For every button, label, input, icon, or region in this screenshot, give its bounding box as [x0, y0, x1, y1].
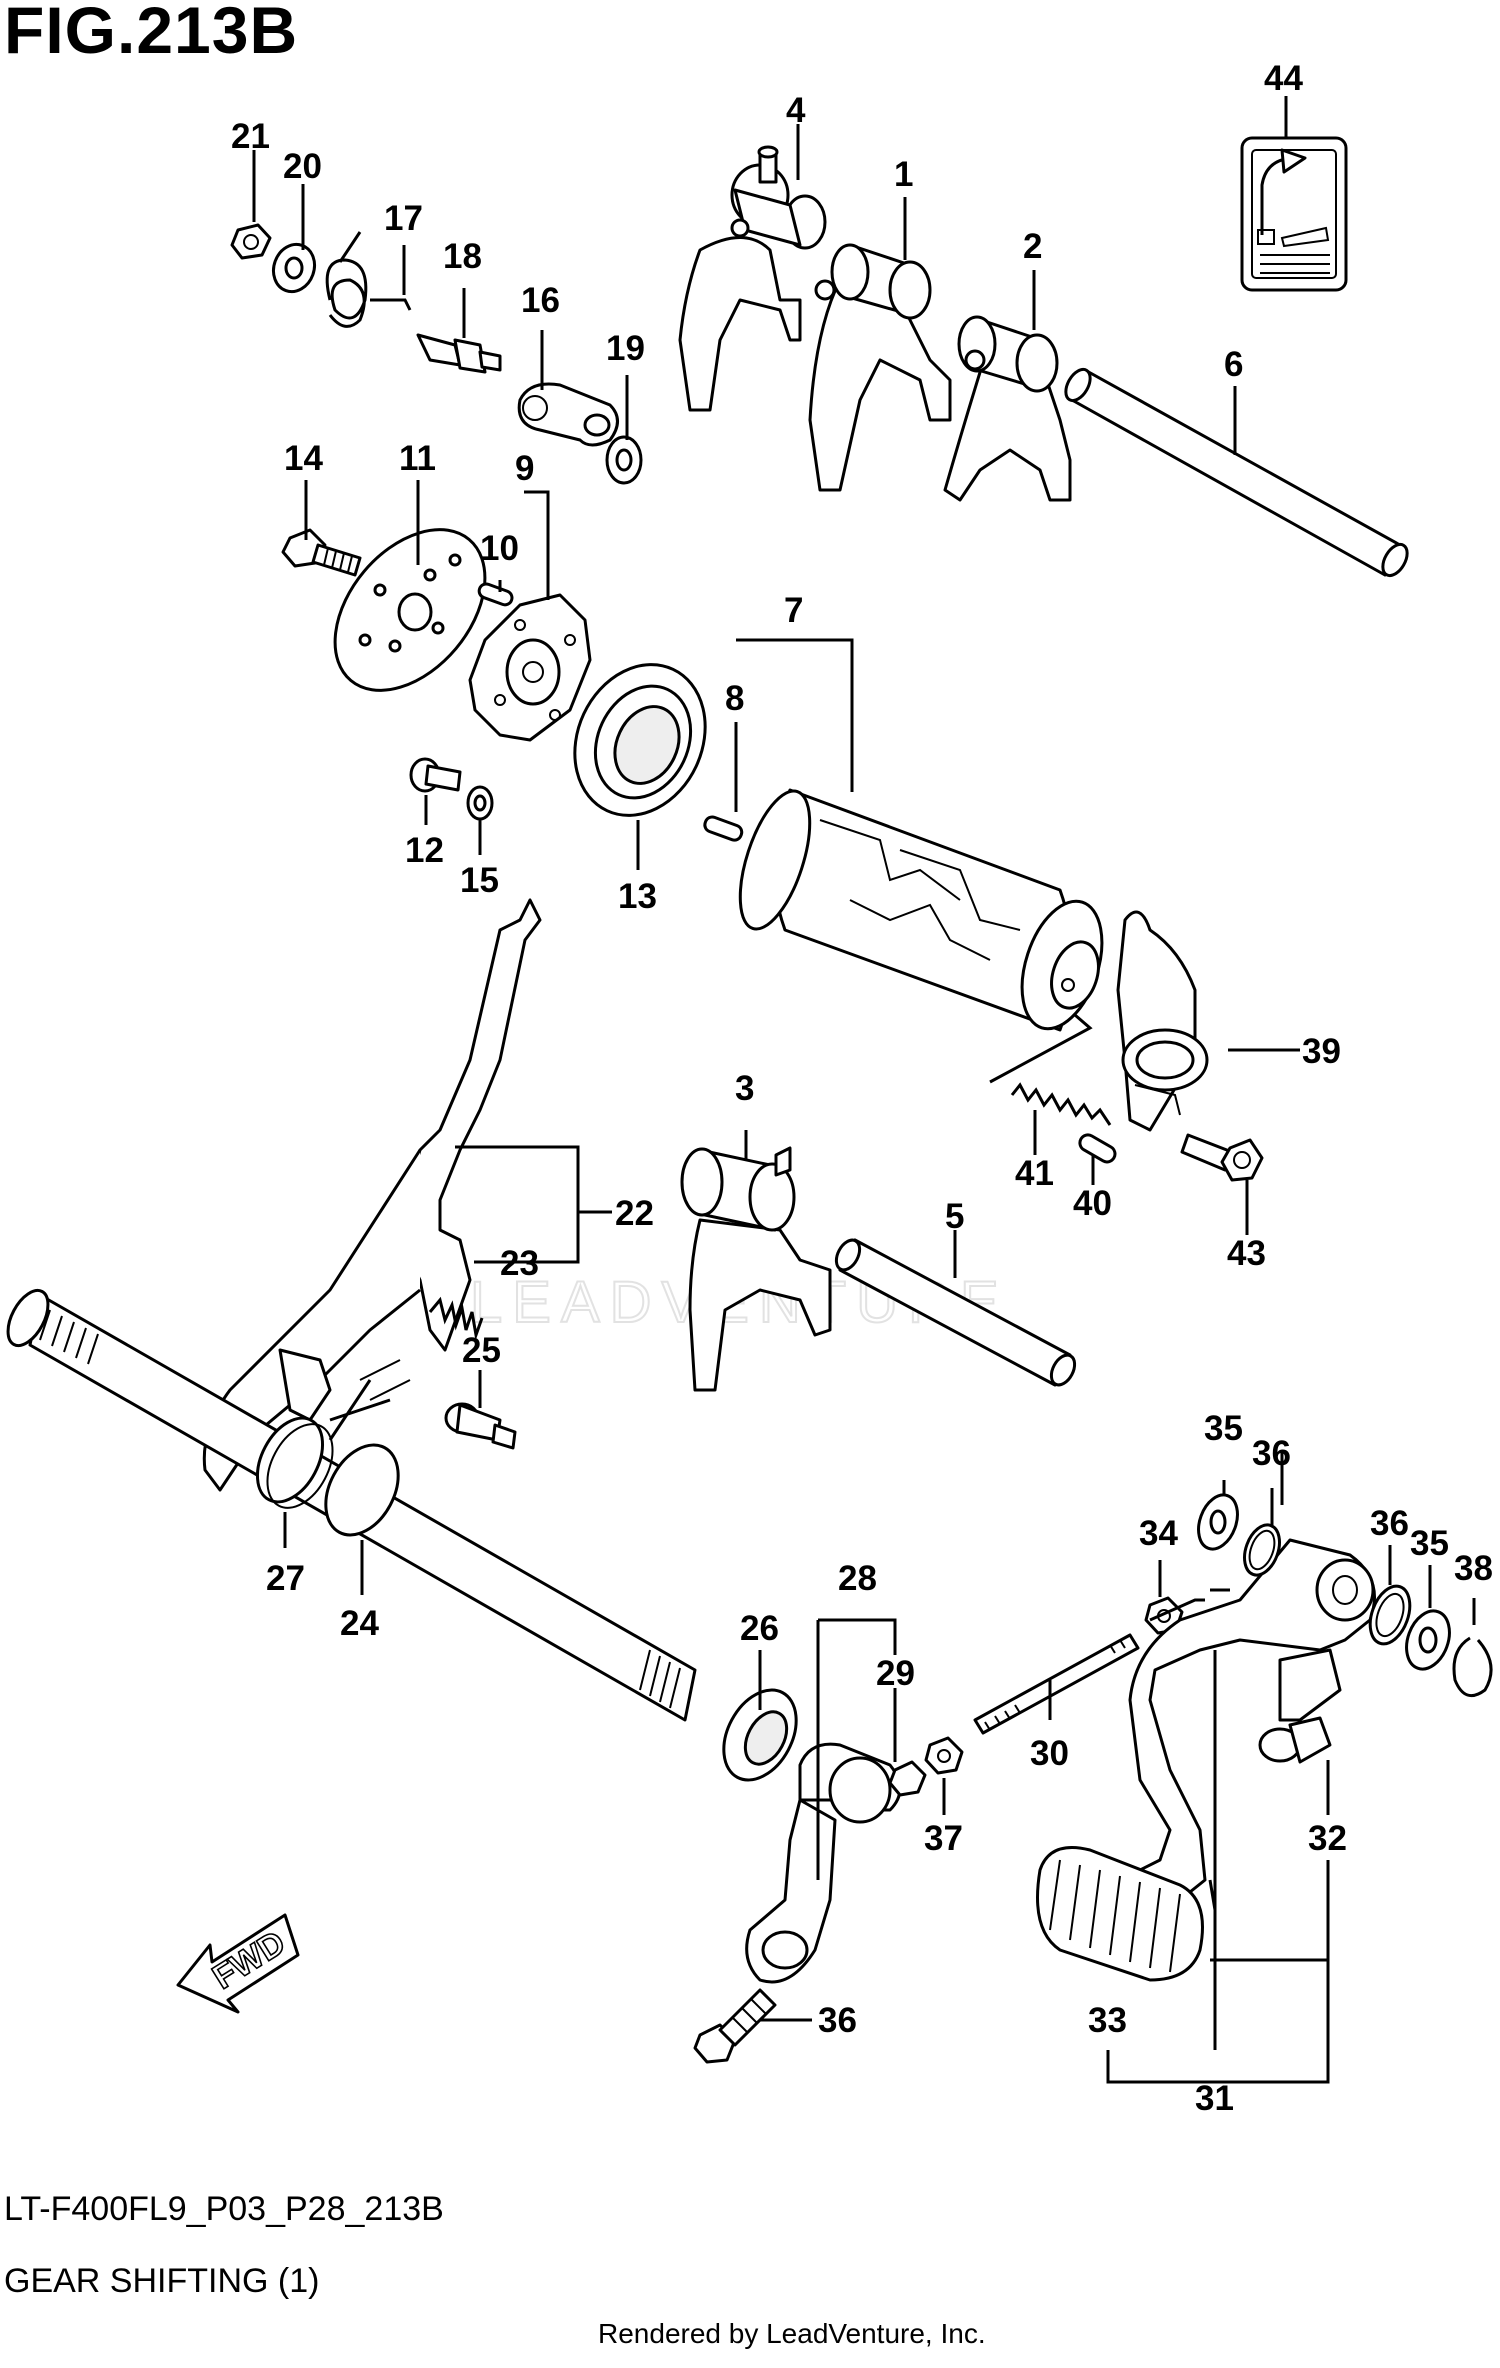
fwd-direction-arrow: FWD [176, 1913, 300, 2014]
part-18-stud [416, 333, 502, 374]
part-15-washer [466, 785, 494, 821]
callout-11: 11 [399, 439, 436, 478]
callout-4: 4 [786, 91, 806, 130]
callout-1: 1 [894, 155, 913, 194]
callout-36-b: 36 [1370, 1504, 1409, 1543]
part-4-shift-fork [678, 145, 827, 412]
callout-2: 2 [1023, 227, 1042, 266]
part-33-pedal-rubber [1036, 1846, 1204, 1982]
part-35-washer-a [1197, 1493, 1239, 1551]
callout-38: 37 [924, 1819, 963, 1858]
part-27-spring-washer [255, 1379, 391, 1509]
part-29-bolt [888, 1760, 927, 1797]
callout-36-a: 36 [1252, 1434, 1291, 1473]
render-credit: Rendered by LeadVenture, Inc. [598, 2318, 986, 2349]
callout-28: 28 [838, 1559, 877, 1598]
part-10-pin [477, 582, 514, 607]
part-37-bolt [693, 1988, 777, 2064]
callout-7: 7 [784, 591, 803, 630]
part-40-stopper [1116, 910, 1209, 1132]
part-43-bolt [1180, 1133, 1264, 1182]
part-23-spring [428, 1296, 484, 1341]
callout-35-a: 35 [1204, 1409, 1243, 1448]
callout-39: 38 [1454, 1549, 1493, 1588]
callout-33: 33 [1088, 2001, 1127, 2040]
part-20-washer [271, 242, 317, 294]
part-8-pin [703, 815, 744, 842]
part-6-shift-fork-shaft [1064, 367, 1409, 578]
part-24-gearshift-shaft [6, 1288, 697, 1722]
part-16-arm [517, 382, 619, 447]
leader-lines [252, 96, 1476, 2084]
part-44-shift-pattern-label [1240, 136, 1348, 292]
callout-5: 5 [945, 1197, 964, 1236]
part-35-washer-b [1405, 1609, 1451, 1671]
callout-19: 19 [606, 329, 645, 368]
callout-22: 22 [615, 1194, 654, 1233]
part-28-gearshift-lever-arm [745, 1742, 902, 1984]
part-39-circlip [1452, 1636, 1493, 1698]
callout-labels: 21 20 17 18 16 19 4 1 2 6 44 14 11 9 10 … [231, 59, 1493, 2118]
callout-14: 14 [284, 439, 323, 478]
callout-18: 18 [443, 237, 482, 276]
part-12-bolt [409, 757, 462, 793]
callout-29: 29 [876, 1654, 915, 1693]
part-14-bolt [281, 528, 362, 577]
part-26-oil-seal [722, 1688, 798, 1782]
callout-32: 32 [1308, 1819, 1347, 1858]
callout-27: 27 [266, 1559, 305, 1598]
part-22-gearshift-arm [202, 898, 542, 1492]
part-32-bushing [1258, 1716, 1332, 1764]
part-11-plate [333, 528, 487, 692]
figure-title: FIG.213B [4, 0, 299, 67]
callout-26: 26 [740, 1609, 779, 1648]
part-36-o-ring-a [1243, 1523, 1281, 1577]
callout-17: 17 [384, 199, 423, 238]
callout-21: 21 [231, 117, 270, 156]
diagram-subtitle: GEAR SHIFTING (1) [4, 2262, 320, 2300]
part-13-bearing [573, 663, 707, 817]
callout-43: 43 [1227, 1234, 1266, 1273]
part-3-shift-fork [680, 1146, 832, 1392]
part-30-rod [973, 1633, 1140, 1735]
part-38-nut [924, 1736, 964, 1775]
callout-24: 24 [340, 1604, 379, 1643]
callout-13: 13 [618, 877, 657, 916]
callout-6: 6 [1224, 345, 1243, 384]
part-2-shift-fork [943, 315, 1072, 502]
callout-23: 23 [500, 1244, 539, 1283]
callout-35-b: 35 [1410, 1524, 1449, 1563]
callout-10: 10 [480, 529, 519, 568]
part-1-shift-fork [808, 243, 952, 492]
callout-30: 30 [1030, 1734, 1069, 1773]
part-36-o-ring-b [1368, 1584, 1412, 1646]
part-41-pin [1078, 1133, 1117, 1164]
callout-20: 20 [283, 147, 322, 186]
part-5-shift-fork-shaft [834, 1238, 1077, 1387]
callout-42: 41 [1015, 1154, 1054, 1193]
callout-34: 34 [1139, 1514, 1178, 1553]
part-21-nut [230, 223, 272, 260]
part-25-bolt [444, 1402, 517, 1450]
part-31-gearshift-lever [1118, 1538, 1376, 1912]
callout-31: 31 [1195, 2079, 1234, 2118]
part-7-gearshift-cam-drum [738, 788, 1104, 1032]
callout-41: 40 [1073, 1184, 1112, 1223]
diagram-code: LT-F400FL9_P03_P28_213B [4, 2190, 444, 2228]
callout-40: 39 [1302, 1032, 1341, 1071]
callout-16: 16 [521, 281, 560, 320]
callout-12: 12 [405, 831, 444, 870]
callout-44: 44 [1264, 59, 1303, 98]
callout-37: 36 [818, 2001, 857, 2040]
part-19-washer [605, 435, 643, 485]
part-42-spring [1010, 1082, 1112, 1126]
callout-9: 9 [515, 449, 534, 488]
part-17-spring [325, 231, 412, 328]
part-9-cam [468, 593, 592, 742]
callout-8: 8 [725, 679, 744, 718]
callout-3: 3 [735, 1069, 754, 1108]
callout-25: 25 [462, 1331, 501, 1370]
callout-15: 15 [460, 861, 499, 900]
